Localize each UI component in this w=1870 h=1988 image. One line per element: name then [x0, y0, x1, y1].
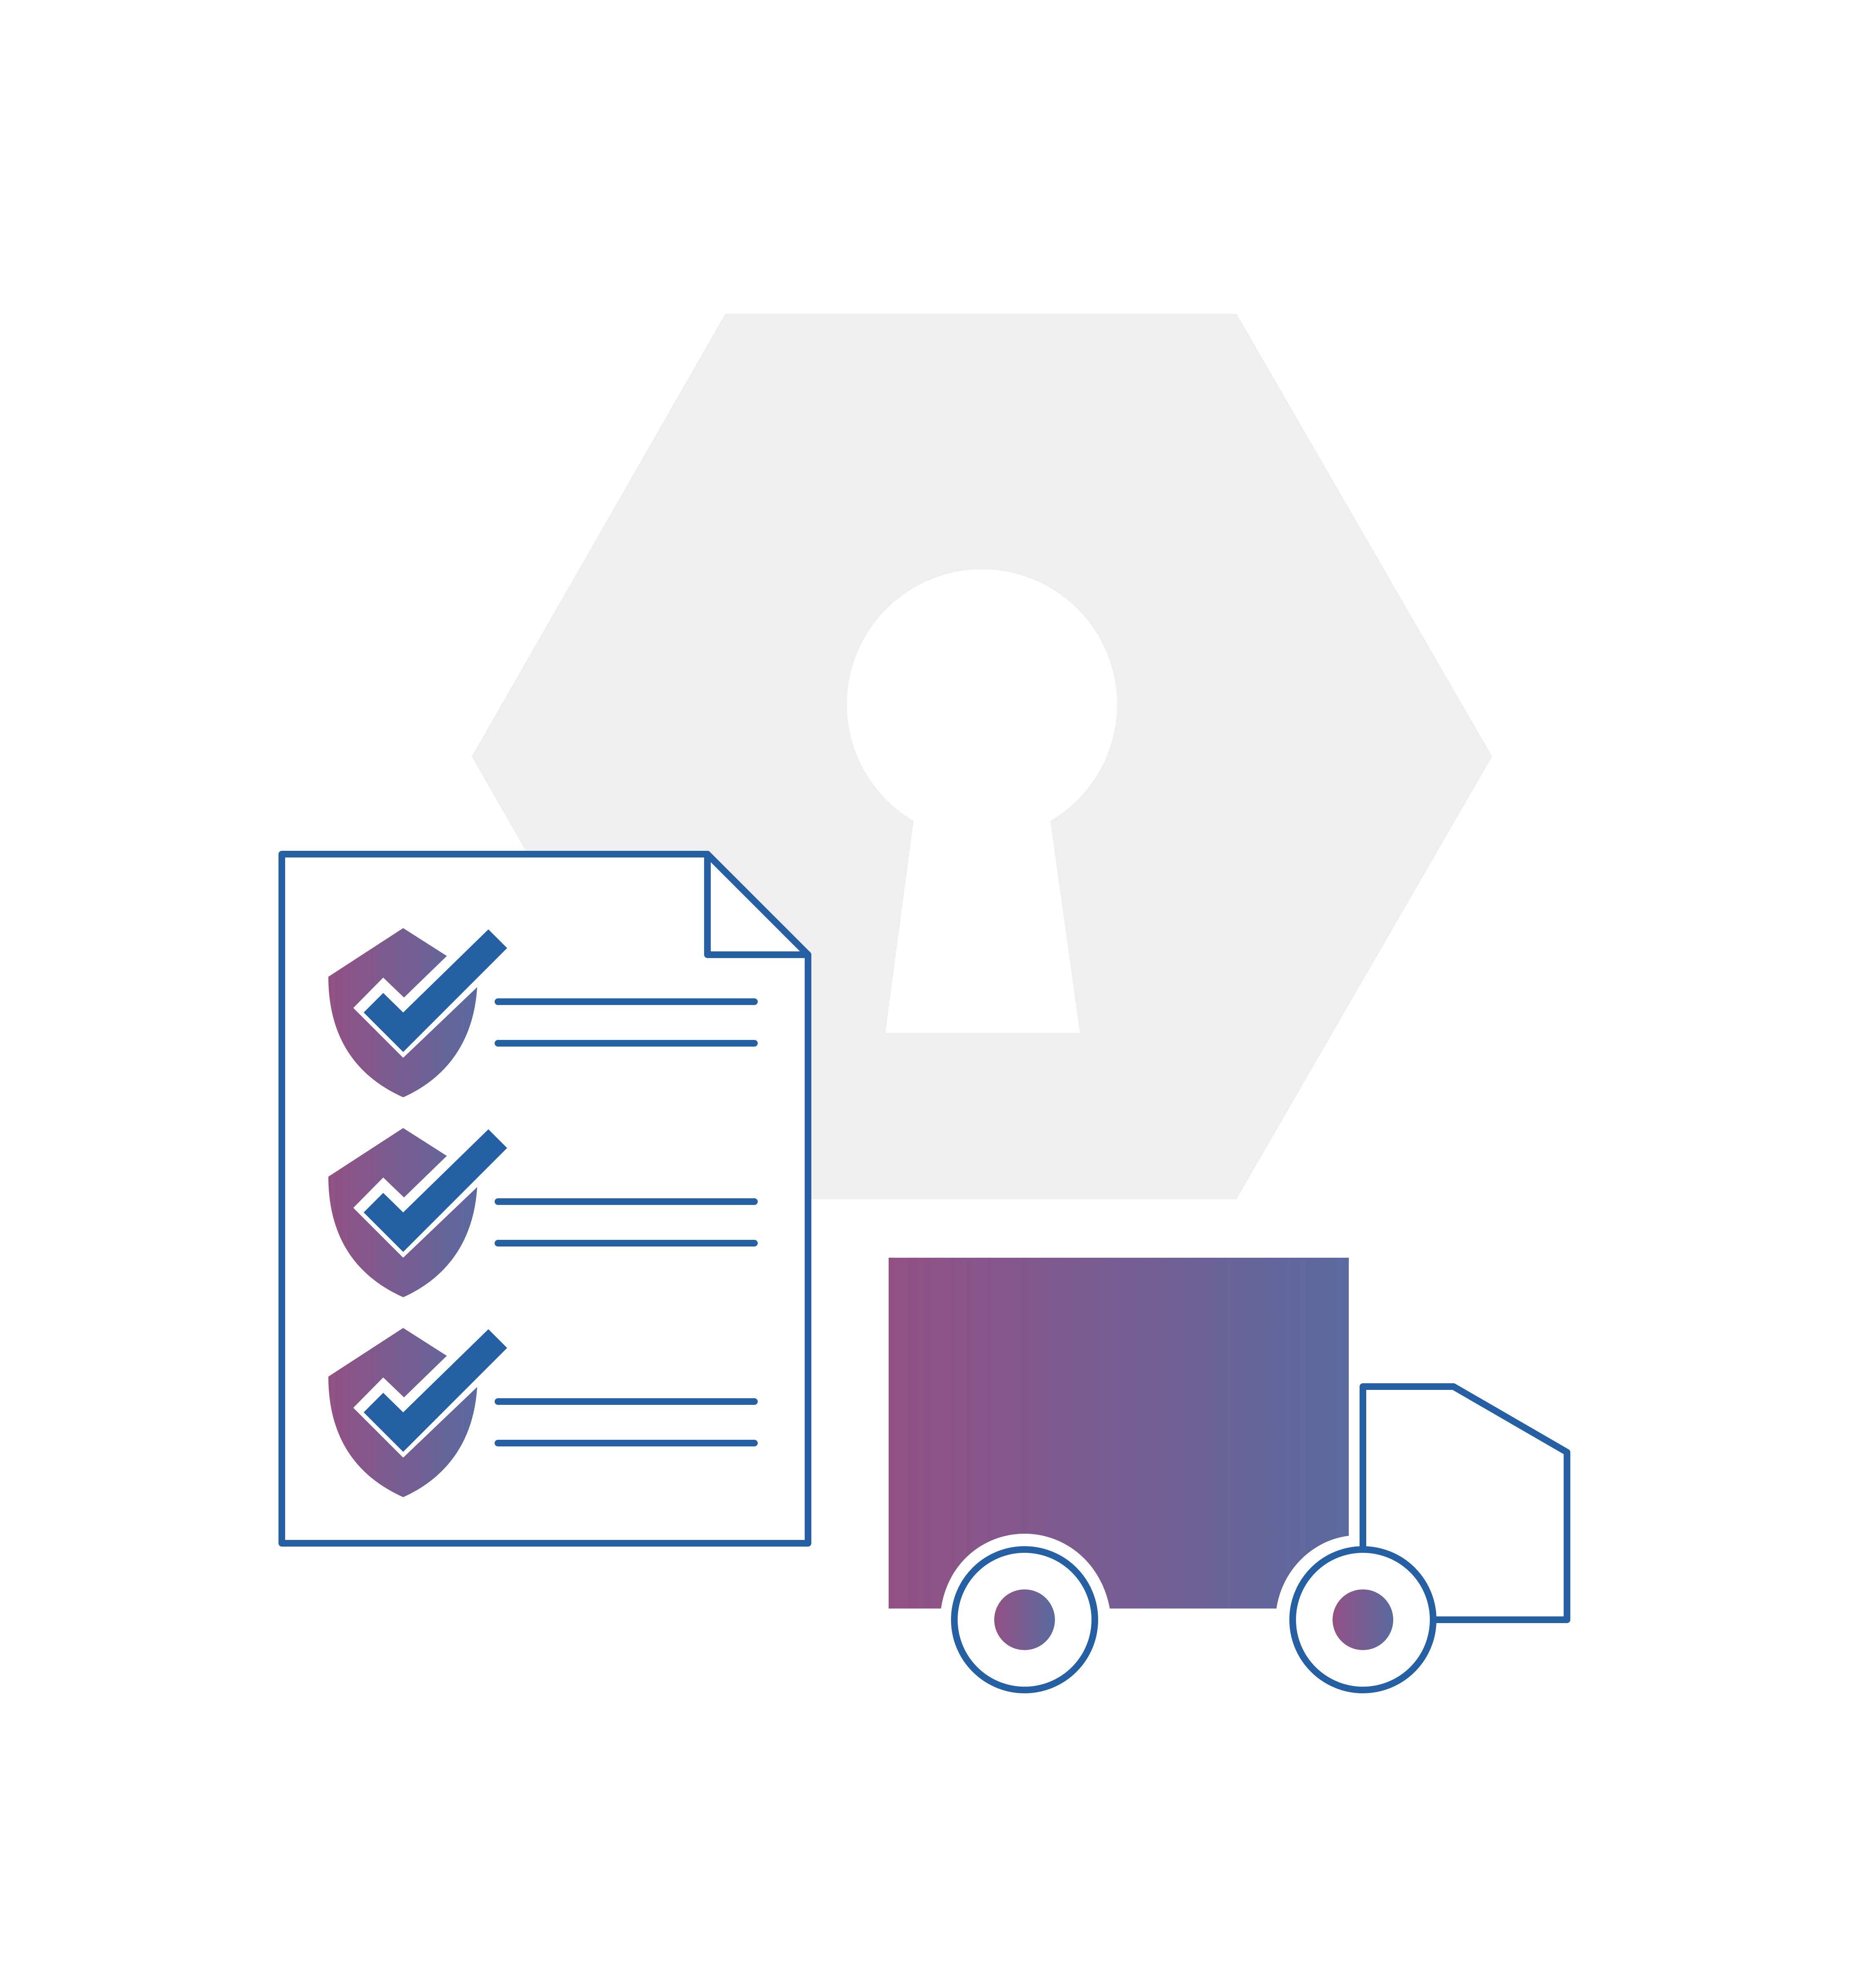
checkmark-icon — [364, 929, 507, 1052]
truck-cargo-box — [889, 1258, 1349, 1609]
checkmark-icon — [364, 1329, 507, 1452]
shield-icon — [328, 1128, 477, 1297]
checklist-item-2 — [328, 1128, 758, 1297]
shield-icon — [328, 928, 477, 1097]
checklist-document-icon — [278, 851, 811, 1547]
truck-wheel-front — [1289, 1546, 1436, 1693]
shield-icon — [328, 1328, 477, 1497]
document-fold — [704, 851, 811, 958]
checkmark-icon — [364, 1129, 507, 1252]
truck-wheel-rear — [951, 1546, 1098, 1693]
checklist-item-1 — [328, 928, 758, 1097]
delivery-truck-icon — [889, 1258, 1570, 1693]
truck-cab-outline — [1360, 1383, 1570, 1623]
keyhole-shape — [847, 569, 1117, 1033]
checklist-item-3 — [328, 1328, 758, 1497]
